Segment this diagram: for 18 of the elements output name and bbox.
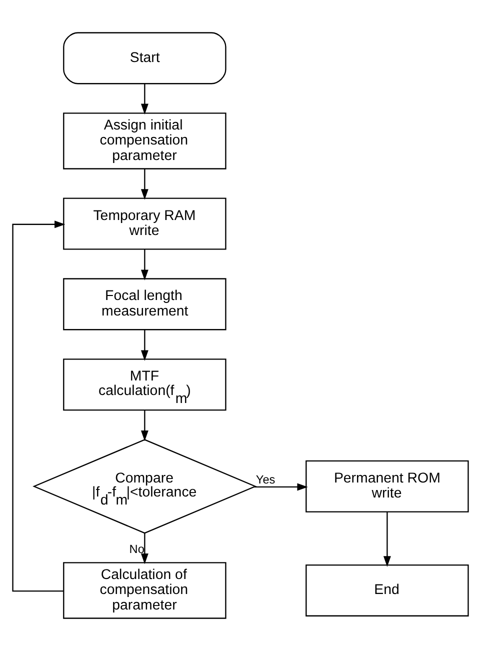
node-box: Permanent ROM write (306, 460, 469, 512)
edge-label: Yes (256, 472, 276, 486)
node-box: Start (63, 32, 226, 84)
node-box: Assign initial compensation parameter (63, 112, 226, 170)
node-box: Focal length measurement (63, 278, 226, 330)
edge-label: No (129, 542, 144, 556)
arrow (140, 533, 148, 564)
node-box: End (306, 564, 469, 616)
node-box: Temporary RAM write (63, 198, 226, 250)
arrow (140, 330, 148, 361)
arrow (140, 84, 148, 114)
arrow (254, 483, 308, 491)
arrow (12, 220, 66, 592)
arrow (140, 410, 148, 442)
arrow (140, 249, 148, 280)
arrow (383, 512, 391, 567)
arrow (140, 169, 148, 200)
node-box: Calculation of compensation parameter (63, 562, 226, 619)
